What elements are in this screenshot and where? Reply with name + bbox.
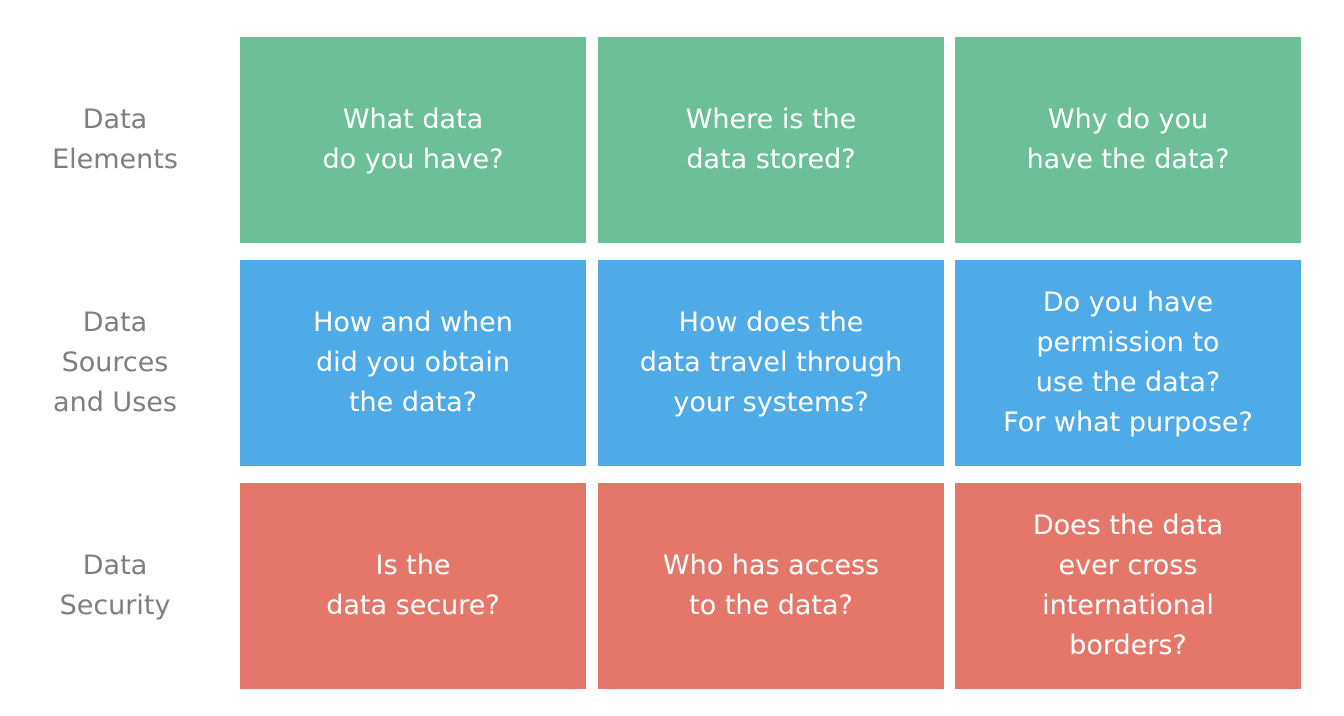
tile-who-has-access: Who has access to the data? — [598, 483, 944, 689]
row-label-data-elements: Data Elements — [52, 104, 178, 175]
row-label-data-sources-and-uses: Data Sources and Uses — [53, 307, 177, 418]
tile-permission-purpose: Do you have permission to use the data? … — [955, 260, 1301, 466]
tile-why-have-data: Why do you have the data? — [955, 37, 1301, 243]
tile-international-borders: Does the data ever cross international b… — [955, 483, 1301, 689]
tile-data-secure: Is the data secure? — [240, 483, 586, 689]
tile-what-data: What data do you have? — [240, 37, 586, 243]
tile-where-stored: Where is the data stored? — [598, 37, 944, 243]
tile-how-when-obtained: How and when did you obtain the data? — [240, 260, 586, 466]
tile-data-travel: How does the data travel through your sy… — [598, 260, 944, 466]
row-label-data-security: Data Security — [59, 550, 171, 621]
